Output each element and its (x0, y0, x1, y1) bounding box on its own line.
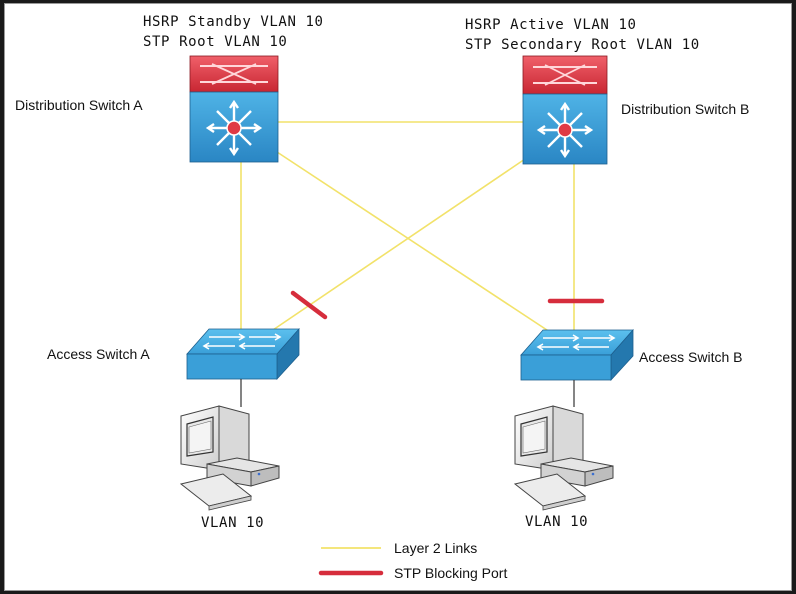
dist-a-stp-label: STP Root VLAN 10 (143, 34, 288, 50)
workstation-a-icon[interactable] (179, 405, 280, 511)
vlan-a-label: VLAN 10 (201, 515, 265, 531)
distribution-switch-b-icon[interactable] (522, 55, 608, 165)
dist-a-hsrp-label: HSRP Standby VLAN 10 (143, 14, 324, 30)
dist-b-hsrp-label: HSRP Active VLAN 10 (465, 17, 637, 33)
access-b-name-label: Access Switch B (639, 349, 743, 365)
stp-blocking-ports (290, 290, 605, 320)
link-distb-accessa (266, 158, 526, 335)
legend-blocking-label: STP Blocking Port (394, 565, 508, 581)
dist-b-stp-label: STP Secondary Root VLAN 10 (465, 37, 700, 53)
workstation-b-icon[interactable] (513, 405, 614, 511)
blocking-port-distb-accessa (290, 290, 328, 320)
access-switch-a-icon[interactable] (186, 327, 300, 381)
dist-b-name-label: Distribution Switch B (621, 101, 750, 117)
legend-layer2-label: Layer 2 Links (394, 540, 478, 556)
dist-a-name-label: Distribution Switch A (15, 97, 143, 113)
access-a-name-label: Access Switch A (47, 346, 150, 362)
access-switch-b-icon[interactable] (520, 328, 634, 382)
network-diagram: HSRP Standby VLAN 10 STP Root VLAN 10 HS… (4, 3, 792, 591)
distribution-switch-a-icon[interactable] (189, 55, 279, 163)
topology-canvas (179, 55, 634, 576)
link-dista-accessb (276, 151, 554, 335)
vlan-b-label: VLAN 10 (525, 514, 589, 530)
